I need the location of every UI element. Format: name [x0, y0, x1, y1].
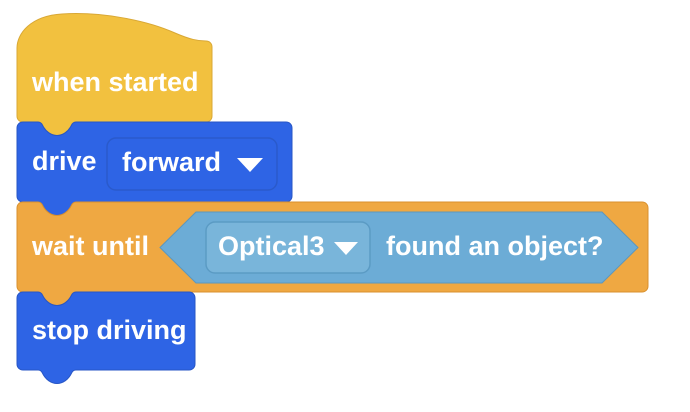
- block-wait-until[interactable]: wait until Optical3 found an object?: [16, 201, 649, 307]
- optical-found-object-label: found an object?: [386, 231, 603, 261]
- drive-label: drive: [32, 146, 97, 176]
- optical-sensor-dropdown[interactable]: Optical3: [205, 221, 371, 274]
- chevron-down-icon[interactable]: [237, 158, 263, 172]
- wait-until-label: wait until: [31, 231, 149, 261]
- stop-driving-label: stop driving: [32, 315, 187, 345]
- drive-direction-dropdown-bg[interactable]: [106, 137, 278, 191]
- block-drive[interactable]: drive forward: [16, 121, 293, 217]
- drive-direction-dropdown-value: forward: [122, 147, 221, 177]
- block-stop-driving[interactable]: stop driving: [16, 291, 196, 385]
- when-started-label: when started: [31, 67, 199, 97]
- chevron-down-icon[interactable]: [334, 242, 358, 255]
- optical-sensor-dropdown-value: Optical3: [218, 231, 325, 261]
- block-optical-found-object[interactable]: Optical3 found an object?: [159, 211, 639, 284]
- drive-direction-dropdown[interactable]: forward: [106, 137, 278, 191]
- stop-driving-shape[interactable]: [16, 291, 196, 385]
- optical-sensor-dropdown-bg[interactable]: [205, 221, 371, 274]
- block-when-started[interactable]: when started: [16, 13, 213, 137]
